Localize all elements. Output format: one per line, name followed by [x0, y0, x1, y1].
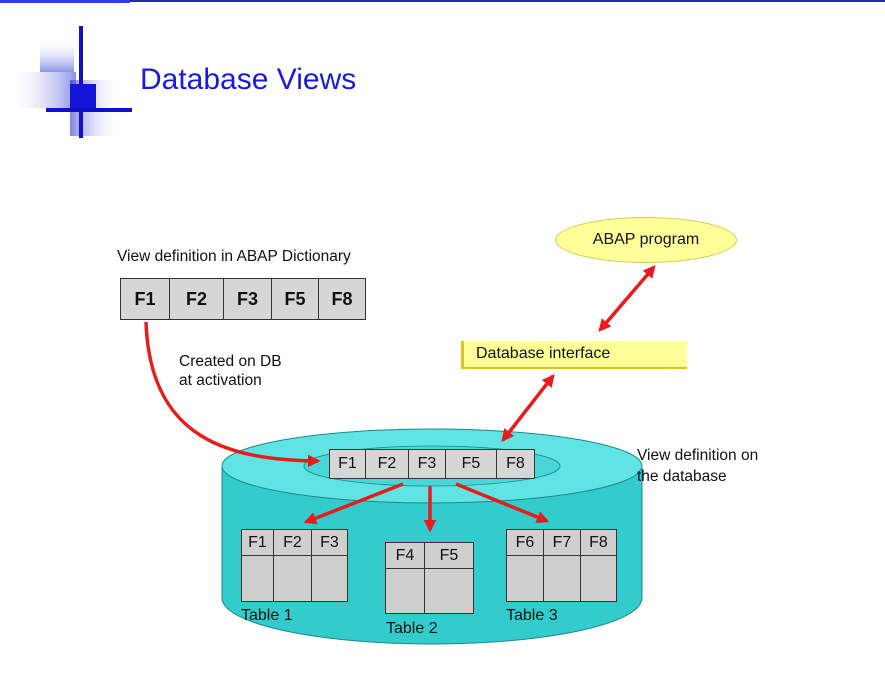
dict-field: F5 [271, 278, 319, 320]
db-view-field: F1 [329, 449, 366, 479]
db-view-field: F8 [496, 449, 535, 479]
db-view-label-line1: View definition on [637, 447, 759, 464]
table-2-label: Table 2 [386, 620, 438, 637]
table-field: F8 [589, 533, 608, 551]
table-field: F3 [320, 533, 339, 551]
page-title: Database Views [140, 63, 357, 96]
table-field: F5 [439, 546, 459, 564]
dict-field: F8 [318, 278, 366, 320]
table-field: F2 [274, 530, 312, 555]
dictionary-label: View definition in ABAP Dictionary [117, 248, 351, 265]
created-note-line1: Created on DB [179, 353, 282, 370]
dictionary-fields: F1 F2 F3 F5 F8 [120, 278, 366, 320]
activation-arrow [144, 321, 321, 468]
db-view-label-line2: the database [637, 468, 727, 485]
abap-program-node: ABAP program [555, 217, 737, 263]
db-view-field: F3 [408, 449, 446, 479]
table-3: F6 F7 F8 [506, 529, 617, 602]
dict-field: F2 [169, 278, 224, 320]
view-table3-arrow [455, 482, 550, 524]
table-2: F4 F5 [385, 542, 474, 614]
interface-db-arrow [501, 374, 555, 442]
table-1: F1 F2 F3 [241, 529, 348, 602]
db-view-field: F2 [365, 449, 409, 479]
table-field: F4 [386, 543, 425, 568]
created-note-line2: at activation [179, 372, 262, 389]
top-rule-accent [0, 0, 130, 3]
table-field: F7 [544, 530, 581, 555]
dict-field: F1 [120, 278, 170, 320]
table-field: F1 [242, 530, 274, 555]
dict-field: F3 [223, 278, 272, 320]
table-3-label: Table 3 [506, 607, 558, 624]
view-table1-arrow [303, 482, 404, 525]
table-field: F6 [507, 530, 544, 555]
top-rule [0, 0, 885, 2]
table-1-label: Table 1 [241, 607, 293, 624]
program-interface-arrow [598, 265, 656, 332]
db-view-field: F5 [445, 449, 497, 479]
database-interface-box: Database interface [461, 341, 687, 369]
db-view-fields: F1 F2 F3 F5 F8 [329, 449, 535, 479]
